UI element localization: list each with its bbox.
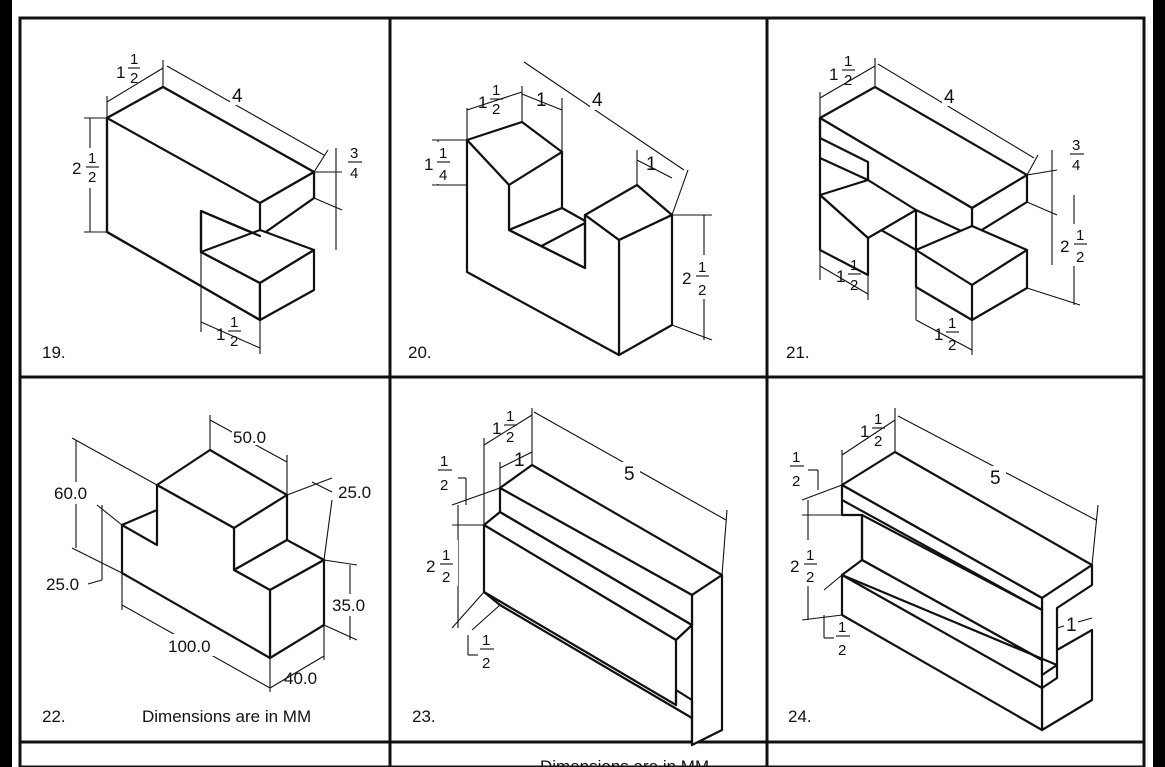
svg-text:25.0: 25.0 <box>46 575 79 594</box>
svg-text:4: 4 <box>350 165 358 182</box>
svg-text:1: 1 <box>536 90 547 111</box>
svg-text:1: 1 <box>230 314 238 331</box>
svg-text:2: 2 <box>442 569 450 586</box>
dims-20: 1 1 2 1 4 1 1 1 4 2 1 <box>424 61 714 341</box>
svg-text:1: 1 <box>506 408 514 425</box>
svg-text:2: 2 <box>874 433 882 450</box>
problem-number: 24. <box>788 707 812 726</box>
svg-text:1: 1 <box>844 53 852 70</box>
svg-text:2: 2 <box>230 333 238 350</box>
worksheet: 1 1 2 4 2 1 2 3 4 1 1 <box>12 0 1153 767</box>
svg-text:2: 2 <box>698 282 706 299</box>
svg-text:1: 1 <box>1066 615 1077 636</box>
svg-text:2: 2 <box>492 101 500 118</box>
svg-text:2: 2 <box>1060 237 1069 256</box>
svg-text:1: 1 <box>442 547 450 564</box>
svg-text:2: 2 <box>790 557 799 576</box>
svg-text:1: 1 <box>116 63 125 82</box>
svg-text:4: 4 <box>944 87 955 108</box>
dims-23: 1 1 2 1 5 1 2 2 1 2 <box>424 408 728 672</box>
svg-text:2: 2 <box>506 429 514 446</box>
svg-text:2: 2 <box>948 337 956 354</box>
part-23-body <box>482 463 724 747</box>
svg-text:2: 2 <box>440 477 448 494</box>
svg-text:2: 2 <box>850 277 858 294</box>
svg-text:1: 1 <box>216 325 225 344</box>
svg-text:1: 1 <box>874 411 882 428</box>
dims-19: 1 1 2 4 2 1 2 3 4 1 1 <box>72 51 362 354</box>
dims-24: 1 1 2 5 1 2 2 1 2 1 2 <box>788 408 1099 659</box>
svg-text:1: 1 <box>514 450 525 471</box>
problem-number: 20. <box>408 343 432 362</box>
svg-text:2: 2 <box>838 642 846 659</box>
svg-text:1: 1 <box>806 547 814 564</box>
svg-text:1: 1 <box>934 325 943 344</box>
svg-text:1: 1 <box>646 154 657 175</box>
svg-text:4: 4 <box>592 90 603 111</box>
svg-text:2: 2 <box>792 473 800 490</box>
dims-22: 50.0 25.0 60.0 25.0 35.0 100.0 <box>46 415 374 692</box>
part-19-body <box>105 85 316 322</box>
svg-text:2: 2 <box>72 159 81 178</box>
svg-text:1: 1 <box>439 145 447 162</box>
part-22-body <box>120 448 326 660</box>
svg-text:2: 2 <box>844 72 852 89</box>
svg-text:50.0: 50.0 <box>233 428 266 447</box>
svg-text:1: 1 <box>860 422 869 441</box>
problem-20: 1 1 2 1 4 1 1 1 4 2 1 <box>408 61 714 362</box>
svg-text:1: 1 <box>478 93 487 112</box>
problem-23: 1 1 2 1 5 1 2 2 1 2 <box>412 408 728 747</box>
svg-text:4: 4 <box>439 167 447 184</box>
problem-number: 22. <box>42 707 66 726</box>
part-24-body <box>840 450 1094 732</box>
svg-text:1: 1 <box>492 82 500 99</box>
svg-text:1: 1 <box>440 453 448 470</box>
problem-19: 1 1 2 4 2 1 2 3 4 1 1 <box>42 51 362 362</box>
svg-text:2: 2 <box>426 557 435 576</box>
svg-text:2: 2 <box>1076 249 1084 266</box>
problem-number: 21. <box>786 343 810 362</box>
svg-text:1: 1 <box>492 419 501 438</box>
svg-text:1: 1 <box>698 259 706 276</box>
svg-text:25.0: 25.0 <box>338 483 371 502</box>
problem-22: 50.0 25.0 60.0 25.0 35.0 100.0 <box>42 415 374 726</box>
partial-next-row-note: Dimensions are in MM <box>540 757 709 767</box>
dims-21: 1 1 2 4 3 4 2 1 2 1 1 <box>819 53 1094 355</box>
part-20-body <box>465 120 674 357</box>
svg-text:40.0: 40.0 <box>284 669 317 688</box>
problem-21: 1 1 2 4 3 4 2 1 2 1 1 <box>786 53 1094 362</box>
svg-text:1: 1 <box>482 632 490 649</box>
svg-text:2: 2 <box>682 269 691 288</box>
grid-lines <box>18 16 1146 767</box>
problem-grid: 1 1 2 4 2 1 2 3 4 1 1 <box>18 16 1146 767</box>
svg-text:2: 2 <box>806 569 814 586</box>
problem-number: 23. <box>412 707 436 726</box>
svg-text:5: 5 <box>624 464 635 485</box>
problem-number: 19. <box>42 343 66 362</box>
svg-text:2: 2 <box>130 70 138 87</box>
units-note: Dimensions are in MM <box>142 707 311 726</box>
problem-24: 1 1 2 5 1 2 2 1 2 1 2 <box>788 408 1099 732</box>
svg-text:3: 3 <box>350 145 358 162</box>
svg-text:60.0: 60.0 <box>54 484 87 503</box>
svg-text:4: 4 <box>232 86 243 107</box>
svg-text:5: 5 <box>990 468 1001 489</box>
svg-text:1: 1 <box>88 150 96 167</box>
svg-text:3: 3 <box>1072 137 1080 154</box>
svg-text:100.0: 100.0 <box>168 637 211 656</box>
svg-text:1: 1 <box>424 155 433 174</box>
svg-text:1: 1 <box>829 65 838 84</box>
svg-text:1: 1 <box>130 51 138 68</box>
svg-text:35.0: 35.0 <box>332 596 365 615</box>
svg-text:1: 1 <box>948 315 956 332</box>
svg-text:4: 4 <box>1072 157 1080 174</box>
svg-text:2: 2 <box>482 655 490 672</box>
svg-text:1: 1 <box>850 257 858 274</box>
svg-text:1: 1 <box>792 449 800 466</box>
part-21-body <box>818 85 1029 322</box>
svg-text:1: 1 <box>1076 227 1084 244</box>
svg-text:2: 2 <box>88 169 96 186</box>
svg-text:1: 1 <box>838 619 846 636</box>
svg-text:1: 1 <box>836 267 845 286</box>
